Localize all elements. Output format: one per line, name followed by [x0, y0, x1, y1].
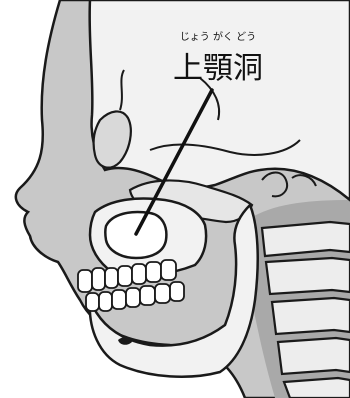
- tooth: [105, 268, 118, 288]
- cranium: [90, 0, 350, 200]
- vertebra: [284, 378, 350, 398]
- tooth: [78, 270, 92, 292]
- tooth: [86, 293, 99, 311]
- tooth: [92, 268, 105, 290]
- tooth: [126, 288, 140, 307]
- tooth: [146, 262, 161, 282]
- tooth: [140, 286, 155, 305]
- label-ruby: じょう がく どう: [180, 30, 256, 43]
- tooth: [132, 264, 146, 284]
- tooth: [170, 282, 184, 301]
- tooth: [112, 290, 126, 309]
- tooth: [161, 260, 176, 280]
- vertebra: [262, 222, 350, 256]
- vertebra: [278, 338, 350, 374]
- tooth: [155, 284, 170, 303]
- tooth: [99, 292, 112, 311]
- tooth: [118, 266, 132, 286]
- vertebra: [266, 258, 350, 294]
- label-term: 上顎洞: [173, 51, 263, 86]
- vertebra: [272, 298, 350, 334]
